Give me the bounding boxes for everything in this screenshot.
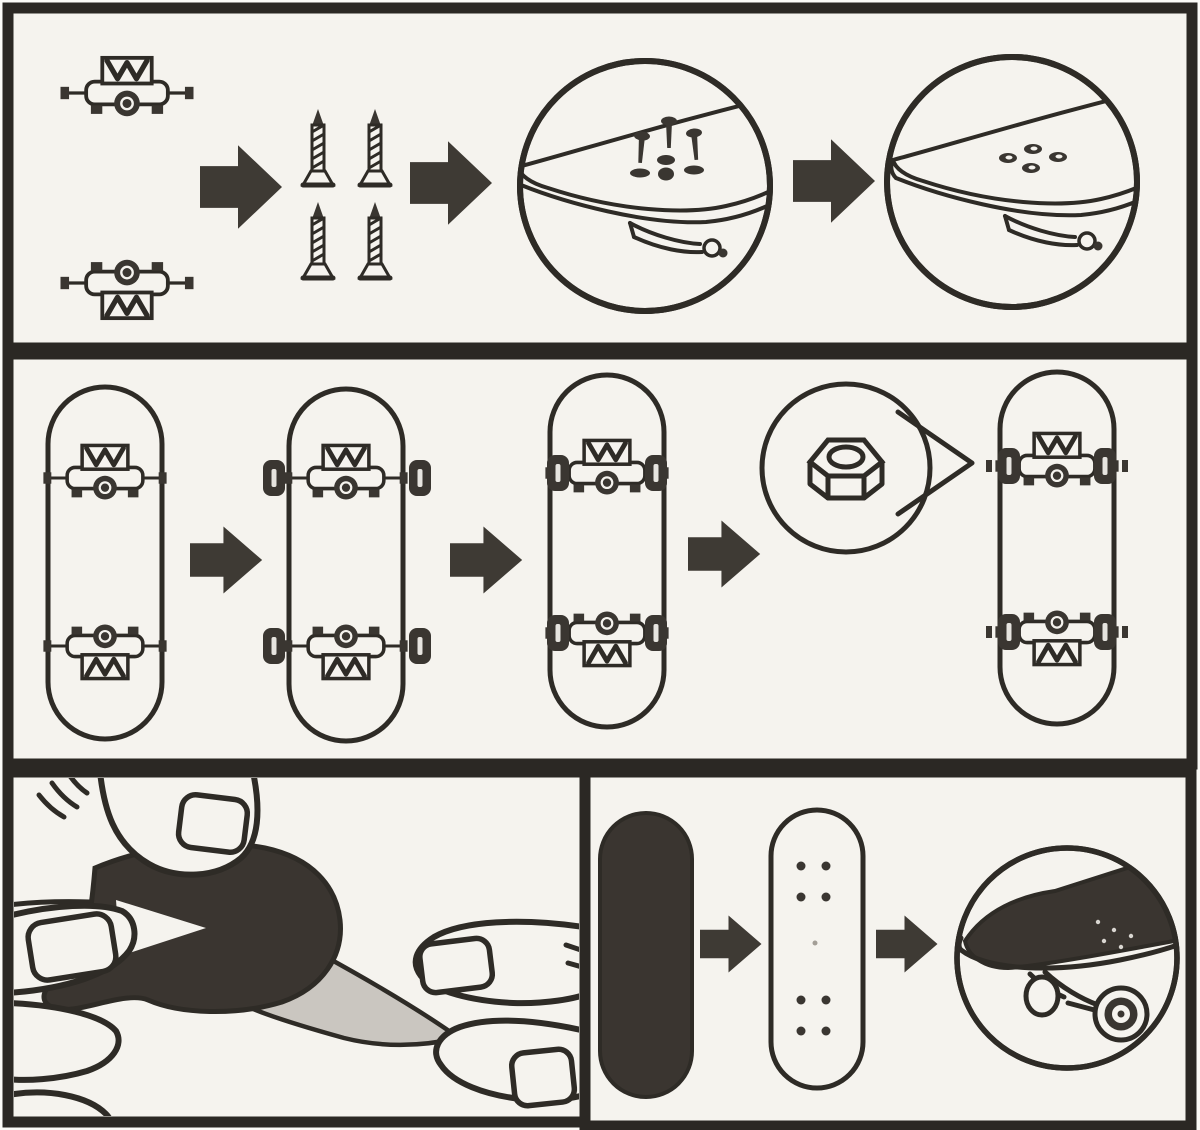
right-finger-upper-nail (417, 935, 496, 996)
wheel (645, 455, 667, 491)
left-finger-lower-line (14, 1089, 112, 1116)
wheel (645, 615, 667, 651)
panel-step2-attach-wheels (2, 348, 1198, 770)
screw-holes (796, 861, 831, 1036)
detail-circle-screws-being-inserted (517, 58, 773, 314)
finished-deck-with-axle-nuts (986, 372, 1128, 724)
grip-specks (1095, 919, 1134, 950)
loose-screws (630, 116, 705, 181)
deck-with-trucks (43, 387, 166, 739)
panel-step3-peel-griptape (2, 766, 591, 1128)
wheel (998, 614, 1020, 650)
wheel (263, 628, 285, 664)
wheel (1094, 448, 1116, 484)
axle-nut-stubs (986, 460, 1128, 638)
right-finger-lower-nail (508, 1046, 578, 1109)
detail-circle-screws-installed (884, 54, 1140, 310)
callout-pointer (895, 409, 975, 517)
deck-with-wheels-mounted (545, 375, 668, 727)
left-thumb-nail (25, 911, 119, 983)
panel-step4-apply-griptape (579, 766, 1197, 1130)
motion-lines (36, 778, 90, 820)
hand-edge-line (14, 899, 93, 907)
installed-screw-heads (999, 144, 1067, 173)
center-mark (812, 940, 818, 946)
wheel (998, 448, 1020, 484)
top-finger-nail (175, 792, 251, 855)
motion-ticks (563, 942, 579, 969)
wheel (409, 460, 431, 496)
panel-step1-mount-trucks (2, 2, 1198, 354)
griptape-fold-highlight (116, 900, 206, 956)
wheel (547, 455, 569, 491)
left-finger (14, 1000, 122, 1083)
wheel (547, 615, 569, 651)
rear-wheel (1023, 974, 1061, 1018)
front-wheel (1092, 985, 1150, 1043)
finished-deck-grip-top (962, 848, 1177, 971)
wheel (263, 460, 285, 496)
detail-circle-finished-fingerboard (954, 845, 1180, 1071)
hex-nut-icon (806, 437, 886, 501)
axle-nut-callout (759, 381, 975, 555)
deck-top-view-with-holes (768, 807, 866, 1091)
griptape-sheet (598, 811, 694, 1099)
wheel (409, 628, 431, 664)
wheel (1094, 614, 1116, 650)
deck-underside-line (958, 939, 1177, 971)
